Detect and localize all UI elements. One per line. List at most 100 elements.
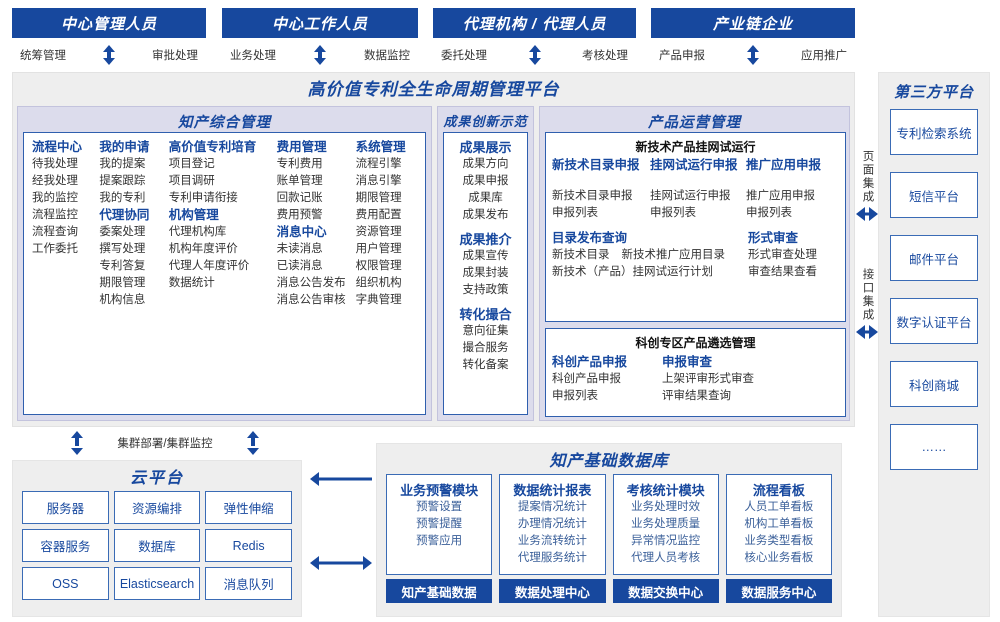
database-column-footer[interactable]: 数据处理中心 [499, 579, 606, 603]
kechuang-col-item[interactable]: 评审结果查询 [662, 390, 731, 402]
third-party-item-5[interactable]: …… [890, 424, 978, 470]
ip-col-item[interactable]: 已读消息 [276, 260, 323, 272]
cloud-cell-5[interactable]: Redis [205, 529, 292, 562]
ip-col-item[interactable]: 权限管理 [355, 260, 402, 272]
ip-col-item[interactable]: 专利申请衔接 [168, 192, 238, 204]
po-col-item[interactable]: 申报列表 [650, 207, 696, 219]
database-column-item[interactable]: 代理人员考核 [631, 552, 701, 564]
database-column-item[interactable]: 预警提醒 [416, 518, 463, 530]
ip-col-item[interactable]: 流程查询 [32, 226, 78, 238]
kechuang-col-item[interactable]: 上架评审形式审查 [662, 373, 754, 385]
database-column-item[interactable]: 核心业务看板 [744, 552, 814, 564]
ip-col-item[interactable]: 提案跟踪 [99, 175, 146, 187]
ip-col-item[interactable]: 待我处理 [32, 158, 78, 170]
po-col-item[interactable]: 新技术推广应用目录 [621, 249, 726, 261]
po-col-item[interactable]: 申报列表 [552, 207, 598, 219]
achievement-item[interactable]: 成果方向 [462, 158, 509, 170]
database-column-item[interactable]: 预警应用 [416, 535, 463, 547]
ip-col-item[interactable]: 期限管理 [355, 192, 402, 204]
database-column-footer[interactable]: 知产基础数据 [386, 579, 493, 603]
ip-col-item[interactable]: 项目调研 [168, 175, 215, 187]
ip-col-item[interactable]: 消息公告审核 [276, 294, 346, 306]
ip-col-item[interactable]: 撰写处理 [99, 243, 146, 255]
actor-bar-0[interactable]: 中心管理人员 [12, 8, 206, 38]
po-col-item[interactable]: 形式审查处理 [748, 249, 817, 261]
kechuang-col-item[interactable]: 申报列表 [552, 390, 598, 402]
ip-col-item[interactable]: 回款记账 [276, 192, 323, 204]
database-column-item[interactable]: 机构工单看板 [744, 518, 814, 530]
achievement-item[interactable]: 成果申报 [462, 175, 509, 187]
ip-col-item[interactable]: 未读消息 [276, 243, 323, 255]
ip-col-item[interactable]: 委案处理 [99, 226, 146, 238]
cloud-cell-6[interactable]: OSS [22, 567, 109, 600]
cloud-cell-0[interactable]: 服务器 [22, 491, 109, 524]
database-column-footer[interactable]: 数据交换中心 [612, 579, 719, 603]
achievement-item[interactable]: 意向征集 [462, 325, 509, 337]
third-party-item-0[interactable]: 专利检索系统 [890, 109, 978, 155]
po-col-item[interactable]: 新技术目录申报 [552, 190, 633, 202]
cloud-cell-4[interactable]: 数据库 [113, 529, 201, 562]
cloud-cell-2[interactable]: 弹性伸缩 [205, 491, 292, 524]
third-party-item-4[interactable]: 科创商城 [890, 361, 978, 407]
cloud-cell-1[interactable]: 资源编排 [113, 491, 201, 524]
ip-col-item[interactable]: 代理机构库 [168, 226, 227, 238]
ip-col-item[interactable]: 专利答复 [99, 260, 146, 272]
ip-col-item[interactable]: 用户管理 [355, 243, 402, 255]
ip-col-item[interactable]: 数据统计 [168, 277, 215, 289]
database-column-item[interactable]: 提案情况统计 [517, 501, 587, 513]
ip-col-item[interactable]: 流程引擎 [355, 158, 402, 170]
ip-col-item[interactable]: 机构年度评价 [168, 243, 238, 255]
kechuang-col-item[interactable]: 科创产品申报 [552, 373, 621, 385]
ip-col-item[interactable]: 经我处理 [32, 175, 78, 187]
achievement-item[interactable]: 成果宣传 [462, 250, 509, 262]
ip-col-item[interactable]: 期限管理 [99, 277, 146, 289]
ip-col-item[interactable]: 机构信息 [99, 294, 146, 306]
achievement-item[interactable]: 成果库 [468, 192, 503, 204]
ip-col-item[interactable]: 我的提案 [99, 158, 146, 170]
ip-col-item[interactable]: 项目登记 [168, 158, 215, 170]
database-column-item[interactable]: 办理情况统计 [517, 518, 587, 530]
achievement-item[interactable]: 转化备案 [462, 359, 509, 371]
ip-col-item[interactable]: 账单管理 [276, 175, 323, 187]
achievement-item[interactable]: 撮合服务 [462, 342, 509, 354]
database-column-item[interactable]: 预警设置 [416, 501, 463, 513]
po-col-item[interactable]: 新技术（产品）挂网试运行计划 [552, 266, 713, 278]
database-column-item[interactable]: 人员工单看板 [744, 501, 814, 513]
database-column-item[interactable]: 业务处理质量 [631, 518, 701, 530]
ip-col-item[interactable]: 工作委托 [32, 243, 78, 255]
ip-col-item[interactable]: 消息公告发布 [276, 277, 346, 289]
ip-col-item[interactable]: 消息引擎 [355, 175, 402, 187]
po-col-item[interactable]: 申报列表 [746, 207, 792, 219]
actor-bar-2[interactable]: 代理机构 / 代理人员 [433, 8, 636, 38]
database-column-item[interactable]: 业务处理时效 [631, 501, 701, 513]
po-col-item[interactable]: 挂网试运行申报 [650, 190, 731, 202]
third-party-item-3[interactable]: 数字认证平台 [890, 298, 978, 344]
ip-col-item[interactable]: 我的监控 [32, 192, 78, 204]
po-col-item[interactable]: 新技术目录 [552, 249, 610, 261]
po-col-item[interactable]: 推广应用申报 [746, 190, 815, 202]
database-column-footer[interactable]: 数据服务中心 [725, 579, 832, 603]
achievement-item[interactable]: 支持政策 [462, 284, 509, 296]
achievement-item[interactable]: 成果封装 [462, 267, 509, 279]
ip-col-item[interactable]: 我的专利 [99, 192, 146, 204]
database-column-item[interactable]: 代理服务统计 [517, 552, 587, 564]
database-column-item[interactable]: 业务类型看板 [744, 535, 814, 547]
ip-col-item[interactable]: 流程监控 [32, 209, 78, 221]
ip-col-item[interactable]: 费用预警 [276, 209, 323, 221]
cloud-cell-3[interactable]: 容器服务 [22, 529, 109, 562]
ip-col-item[interactable]: 组织机构 [355, 277, 402, 289]
ip-col-item[interactable]: 代理人年度评价 [168, 260, 250, 272]
ip-col-item[interactable]: 字典管理 [355, 294, 402, 306]
actor-bar-3[interactable]: 产业链企业 [651, 8, 855, 38]
database-column-item[interactable]: 业务流转统计 [517, 535, 587, 547]
database-column-item[interactable]: 异常情况监控 [631, 535, 701, 547]
cloud-cell-8[interactable]: 消息队列 [205, 567, 292, 600]
po-col-item[interactable]: 审查结果查看 [748, 266, 817, 278]
ip-col-item[interactable]: 费用配置 [355, 209, 402, 221]
ip-col-item[interactable]: 资源管理 [355, 226, 402, 238]
achievement-item[interactable]: 成果发布 [462, 209, 509, 221]
cloud-cell-7[interactable]: Elasticsearch [113, 567, 201, 600]
third-party-item-2[interactable]: 邮件平台 [890, 235, 978, 281]
ip-col-item[interactable]: 专利费用 [276, 158, 323, 170]
actor-bar-1[interactable]: 中心工作人员 [222, 8, 418, 38]
